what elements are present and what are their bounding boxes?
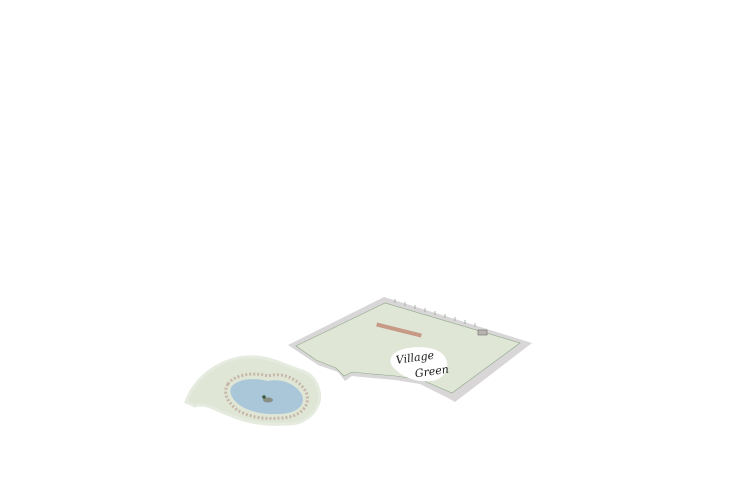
pond-area[interactable]: [184, 355, 321, 426]
pond-water: [230, 379, 303, 415]
village-green-label-line2: Green: [414, 363, 450, 381]
fence-posts: [394, 299, 476, 327]
village-green[interactable]: Village Green: [288, 297, 532, 402]
cricket-pitch: [376, 322, 422, 338]
bench-icon: [477, 329, 488, 336]
pond-stone-edge: [224, 372, 309, 420]
label-patch: [390, 347, 448, 382]
duck-icon: [262, 395, 273, 403]
village-green-label-line1: Village: [395, 349, 435, 367]
